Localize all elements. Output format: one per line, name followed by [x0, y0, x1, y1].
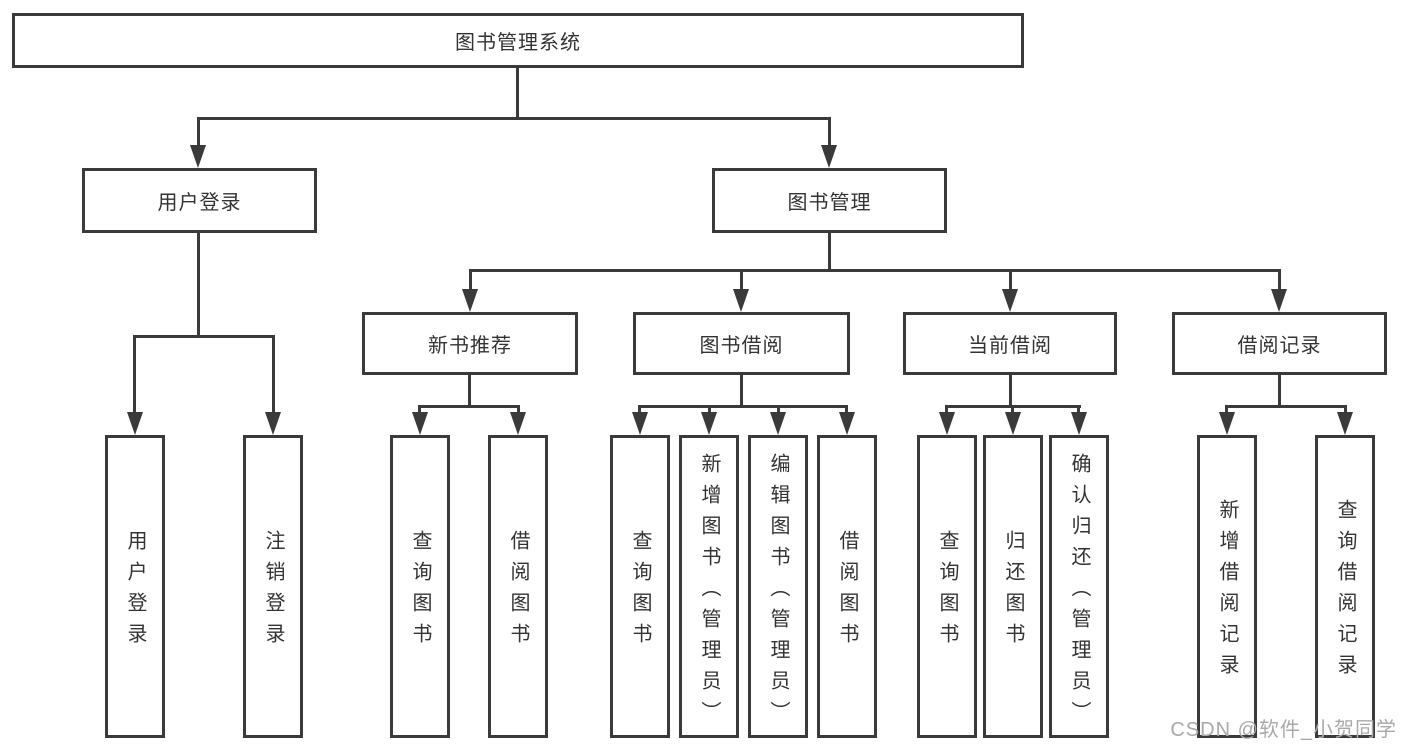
connector-borrow-records-stem — [1278, 375, 1281, 407]
connector-drop-c1 — [638, 405, 641, 415]
connector-user-login-stem — [197, 233, 200, 337]
connector-current-borrow-stem — [1009, 375, 1012, 407]
connector-level2-bus — [197, 117, 831, 120]
leaf-query-books-recommend: 查询图书 — [390, 435, 450, 738]
csdn-watermark: CSDN @软件_小贺同学 — [1170, 719, 1397, 741]
leaf-borrow-books-recommend-label: 借阅图书 — [507, 530, 529, 654]
connector-book-borrow-bus — [638, 405, 847, 408]
arrowhead-e2 — [1337, 412, 1353, 435]
leaf-borrow-books-label: 借阅图书 — [836, 530, 858, 654]
arrowhead-d3 — [1071, 412, 1087, 435]
arrowhead-c4 — [839, 412, 855, 435]
arrowhead-e1 — [1219, 412, 1235, 435]
leaf-query-books-recommend-label: 查询图书 — [409, 530, 431, 654]
arrowhead-borrow-records — [1271, 289, 1287, 312]
node-new-book-recommendation: 新书推荐 — [362, 312, 578, 375]
arrowhead-d1 — [939, 412, 955, 435]
connector-drop-c3 — [777, 405, 780, 415]
arrowhead-new-book-rec — [462, 289, 478, 312]
leaf-logout-label: 注销登录 — [262, 530, 284, 654]
arrowhead-current-borrow — [1002, 289, 1018, 312]
arrowhead-leaf-logout — [265, 412, 281, 435]
leaf-add-borrow-record-label: 新增借阅记录 — [1216, 499, 1238, 685]
connector-root-stem — [516, 68, 519, 119]
leaf-return-books: 归还图书 — [983, 435, 1043, 738]
connector-drop-user-login — [197, 117, 200, 148]
node-root-library-management-system: 图书管理系统 — [12, 13, 1024, 68]
arrowhead-b2 — [510, 412, 526, 435]
node-borrowing-records: 借阅记录 — [1172, 312, 1387, 375]
connector-book-management-stem — [828, 233, 831, 271]
connector-drop-book-borrow — [740, 269, 743, 292]
connector-drop-new-book-rec — [469, 269, 472, 292]
arrowhead-c3 — [770, 412, 786, 435]
connector-drop-leaf-user-login — [133, 335, 136, 414]
connector-drop-c2 — [708, 405, 711, 415]
connector-drop-book-management — [828, 117, 831, 148]
leaf-confirm-return-admin-label: 确认归还（管理员） — [1068, 452, 1090, 732]
connector-level3-bus — [469, 269, 1281, 272]
leaf-borrow-books-recommend: 借阅图书 — [488, 435, 548, 738]
connector-drop-e2 — [1344, 405, 1347, 415]
arrowhead-book-management — [821, 145, 837, 168]
node-book-borrowing: 图书借阅 — [633, 312, 850, 375]
connector-drop-b1 — [418, 405, 421, 415]
leaf-return-books-label: 归还图书 — [1002, 530, 1024, 654]
connector-drop-current-borrow — [1009, 269, 1012, 292]
leaf-add-borrow-record: 新增借阅记录 — [1197, 435, 1257, 738]
arrowhead-book-borrow — [733, 289, 749, 312]
leaf-user-login: 用户登录 — [105, 435, 165, 738]
connector-drop-d2 — [1011, 405, 1014, 415]
leaf-borrow-books: 借阅图书 — [817, 435, 877, 738]
arrowhead-b1 — [412, 412, 428, 435]
leaf-query-borrow-record-label: 查询借阅记录 — [1334, 499, 1356, 685]
node-user-login: 用户登录 — [82, 168, 317, 233]
connector-new-book-rec-bus — [418, 405, 520, 408]
connector-drop-d3 — [1077, 405, 1080, 415]
leaf-query-books-borrowing: 查询图书 — [610, 435, 670, 738]
node-book-management: 图书管理 — [712, 168, 947, 233]
connector-book-borrow-stem — [740, 375, 743, 407]
leaf-confirm-return-admin: 确认归还（管理员） — [1049, 435, 1109, 738]
arrowhead-user-login — [190, 145, 206, 168]
arrowhead-c1 — [632, 412, 648, 435]
connector-new-book-rec-stem — [468, 375, 471, 407]
arrowhead-leaf-user-login — [127, 412, 143, 435]
leaf-edit-books-admin: 编辑图书（管理员） — [748, 435, 808, 738]
node-current-borrowing: 当前借阅 — [903, 312, 1117, 375]
connector-drop-e1 — [1225, 405, 1228, 415]
leaf-add-books-admin: 新增图书（管理员） — [679, 435, 739, 738]
connector-drop-borrow-records — [1278, 269, 1281, 292]
connector-drop-leaf-logout — [272, 335, 275, 414]
leaf-logout: 注销登录 — [243, 435, 303, 738]
connector-borrow-records-bus — [1225, 405, 1347, 408]
connector-drop-b2 — [517, 405, 520, 415]
leaf-edit-books-admin-label: 编辑图书（管理员） — [767, 452, 789, 732]
connector-user-login-bus — [133, 335, 275, 338]
connector-drop-d1 — [945, 405, 948, 415]
leaf-user-login-label: 用户登录 — [124, 530, 146, 654]
leaf-query-books-current: 查询图书 — [917, 435, 977, 738]
leaf-query-books-borrowing-label: 查询图书 — [629, 530, 651, 654]
arrowhead-c2 — [701, 412, 717, 435]
arrowhead-d2 — [1005, 412, 1021, 435]
leaf-query-borrow-record: 查询借阅记录 — [1315, 435, 1375, 738]
leaf-query-books-current-label: 查询图书 — [936, 530, 958, 654]
leaf-add-books-admin-label: 新增图书（管理员） — [698, 452, 720, 732]
connector-drop-c4 — [845, 405, 848, 415]
